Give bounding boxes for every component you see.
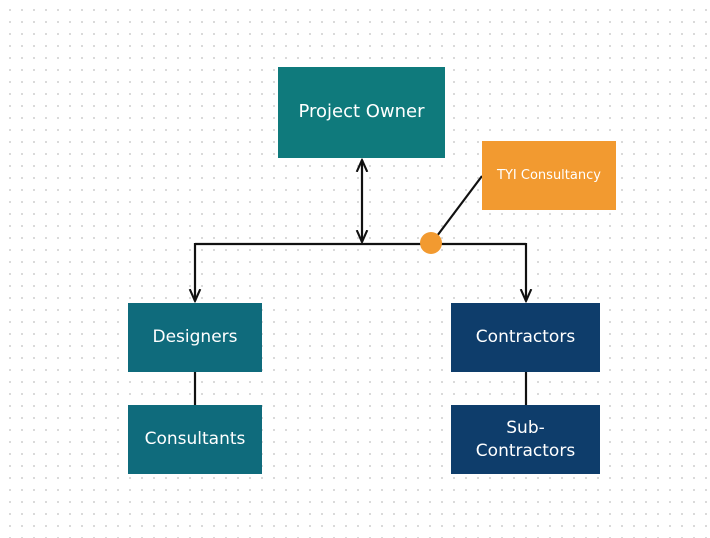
project-owner-node[interactable]: Project Owner — [278, 67, 445, 158]
consultants-node[interactable]: Consultants — [128, 405, 262, 474]
project-owner-label: Project Owner — [298, 101, 425, 123]
designers-label: Designers — [152, 327, 238, 348]
consultants-label: Consultants — [144, 429, 246, 450]
contractors-label: Contractors — [475, 327, 576, 348]
contractors-node[interactable]: Contractors — [451, 303, 600, 372]
sub-contractors-label: Sub-Contractors — [475, 417, 576, 461]
junction-node[interactable] — [420, 232, 442, 254]
tyi-consultancy-label: TYI Consultancy — [497, 167, 601, 183]
sub-contractors-node[interactable]: Sub-Contractors — [451, 405, 600, 474]
tyi-consultancy-node[interactable]: TYI Consultancy — [482, 141, 616, 210]
designers-node[interactable]: Designers — [128, 303, 262, 372]
hub-to-tyi-line — [430, 175, 483, 245]
